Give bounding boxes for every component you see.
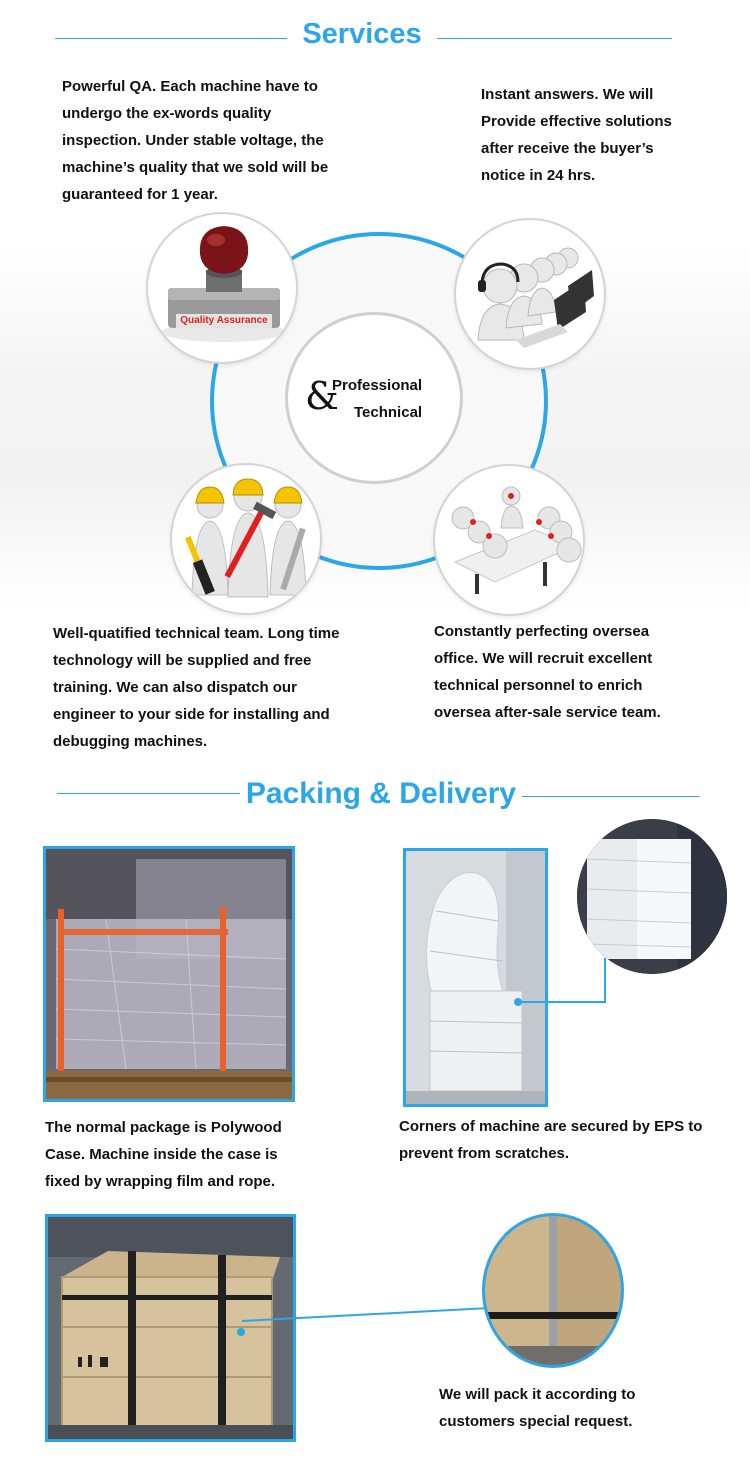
packing-title-line-right (522, 796, 700, 797)
crate-connector-dot (237, 1328, 245, 1336)
call-center-bubble (454, 218, 606, 370)
stamp-label: Quality Assurance (180, 315, 268, 326)
crate-edge-closeup (482, 1213, 624, 1368)
stamp-icon (162, 226, 286, 342)
wooden-crate-image (48, 1217, 293, 1439)
eps-corner-photo (403, 848, 548, 1107)
technical-team-bubble (170, 463, 322, 615)
eps-corner-closeup (577, 819, 727, 974)
oversea-office-bubble (433, 464, 585, 616)
center-ring (285, 312, 463, 484)
crate-edge-closeup-image (485, 1216, 621, 1365)
services-title-line-left (55, 38, 287, 39)
quality-assurance-bubble: Quality Assurance (146, 212, 298, 364)
eps-description: Corners of machine are secured by EPS to… (399, 1118, 703, 1162)
ampersand-glyph: & (305, 374, 339, 418)
special-request-description: We will pack it according to customers s… (439, 1386, 636, 1430)
polywood-case-description: The normal package is Polywood Case. Mac… (45, 1119, 282, 1190)
call-center-icon (477, 247, 594, 348)
services-title-line-right (437, 38, 672, 39)
eps-connector-dot (514, 998, 522, 1006)
meeting-icon (451, 486, 582, 594)
wrapped-machine-image (46, 849, 292, 1099)
workers-icon (184, 478, 307, 598)
wooden-crate-photo (45, 1214, 296, 1442)
instant-answers-description: Instant answers. We will Provide effecti… (481, 86, 672, 184)
center-label-technical: Technical (354, 404, 423, 421)
film-wrapped-machine-image (406, 851, 545, 1104)
packing-title-line-left (57, 793, 240, 794)
technical-team-description: Well-quatified technical team. Long time… (53, 625, 340, 750)
center-label-professional: Professional (332, 377, 423, 394)
oversea-office-description: Constantly perfecting oversea office. We… (434, 623, 661, 721)
eps-corner-closeup-image (577, 819, 727, 974)
qa-description: Powerful QA. Each machine have to underg… (62, 78, 329, 203)
services-title: Services (302, 18, 422, 50)
packing-title: Packing & Delivery (245, 777, 517, 810)
eps-connector-horizontal (520, 1001, 606, 1003)
polywood-case-photo (43, 846, 295, 1102)
eps-connector-vertical (604, 958, 606, 1003)
